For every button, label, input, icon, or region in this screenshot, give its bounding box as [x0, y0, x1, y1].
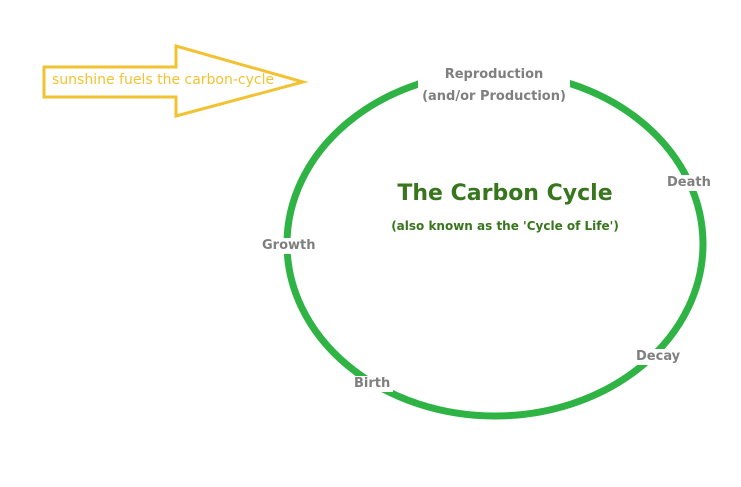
sunshine-arrow-text: sunshine fuels the carbon-cycle	[52, 72, 275, 88]
sunshine-arrow	[42, 44, 309, 118]
stage-label-reproduction-line1: Reproduction	[444, 67, 544, 82]
stage-label-birth: Birth	[351, 376, 394, 392]
stage-label-reproduction-line2: (and/or Production)	[422, 89, 566, 104]
stage-label-decay: Decay	[633, 349, 684, 365]
stage-label-death: Death	[664, 175, 714, 191]
diagram-title: The Carbon Cycle	[397, 181, 613, 206]
stage-label-reproduction: Reproduction (and/or Production)	[418, 64, 570, 108]
stage-label-growth: Growth	[259, 238, 319, 254]
diagram-subtitle: (also known as the 'Cycle of Life')	[391, 219, 619, 233]
